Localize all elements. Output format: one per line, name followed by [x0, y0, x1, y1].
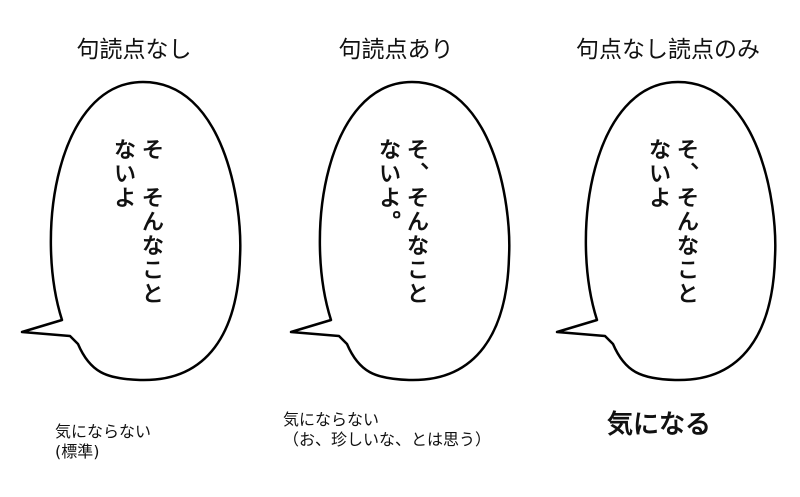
panel-1-caption: 気にならない (標準) — [55, 422, 151, 462]
panel-2-caption: 気にならない （お、珍しいな、とは思う） — [283, 410, 491, 450]
caption-line: 気になる — [607, 410, 712, 440]
panel-2-title: 句読点あり — [338, 37, 454, 63]
bubble-1-text: そ そんなこと ないよ — [110, 138, 163, 306]
bubble-2-text: そ、そんなこと ないよ。 — [375, 138, 428, 306]
caption-line: (標準) — [55, 442, 100, 461]
panel-3-caption: 気になる — [607, 410, 712, 440]
bubble-3-text: そ、そんなこと ないよ — [645, 138, 698, 306]
panel-1-title: 句読点なし — [76, 37, 192, 63]
caption-line: （お、珍しいな、とは思う） — [283, 430, 492, 449]
caption-line: 気にならない — [55, 422, 152, 441]
caption-line: 気にならない — [283, 410, 380, 429]
panel-3-title: 句点なし読点のみ — [576, 37, 760, 63]
